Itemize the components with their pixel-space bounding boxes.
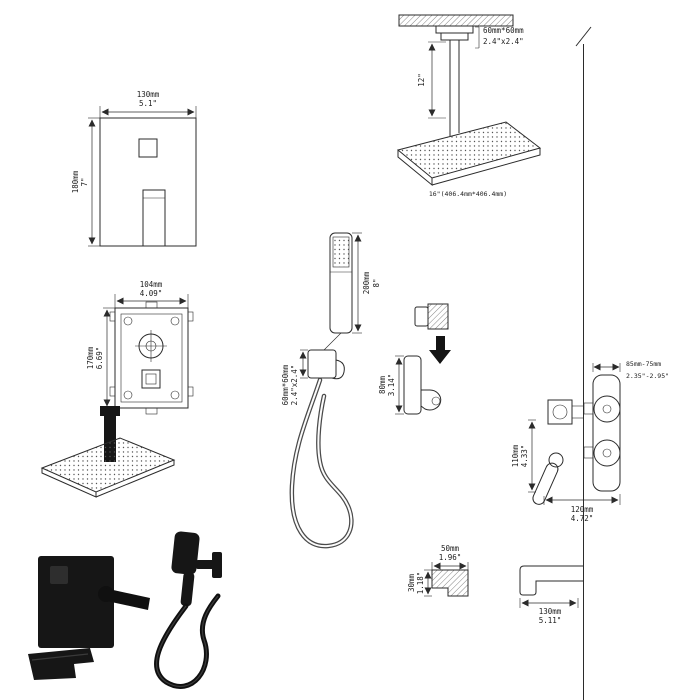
rain-shower-head-thickness xyxy=(397,148,541,187)
mixer-width-in: 4.72" xyxy=(571,514,594,523)
mixer-width-mm: 120mm xyxy=(571,505,594,514)
spout-profile xyxy=(519,565,583,596)
lever-pivot xyxy=(548,452,564,468)
flange-dim-bracket xyxy=(475,26,480,49)
shower-holder-diagram: 80mm 3.14" xyxy=(378,355,442,415)
holder-height-mm: 80mm xyxy=(378,375,387,394)
ceiling-shower-diagram: 60mm*60mm 2.4"x2.4" 12" 16"(406.4mm*406.… xyxy=(396,14,542,198)
wand-holder-escutcheon xyxy=(307,349,337,379)
bracket-width-in: 1.96" xyxy=(439,553,462,562)
mixer-knob-bottom xyxy=(593,439,621,467)
holder-escutcheon-mm: 60mm*60mm xyxy=(281,364,290,405)
render-holder-arm xyxy=(196,560,216,569)
render-waterfall-spout xyxy=(28,648,94,680)
arm-length-dim: 12" xyxy=(417,73,426,87)
wand-length-in: 8" xyxy=(372,278,381,287)
render-trim-plate xyxy=(38,556,114,648)
diverter-port xyxy=(141,369,161,389)
trim-width-mm: 130mm xyxy=(137,90,160,99)
valve-bottom-port xyxy=(145,407,158,415)
wand-nozzle-face xyxy=(332,236,350,268)
spout-width-in: 5.11" xyxy=(539,616,562,625)
product-render xyxy=(28,531,222,689)
diverter-button xyxy=(138,138,158,158)
rough-in-valve-diagram: 104mm 4.09" 170mm 6.69" xyxy=(86,280,194,415)
ceiling-escutcheon-base xyxy=(440,32,469,41)
hand-shower-diagram: 200mm 8" 60mm*60mm 2.4"x2.4" xyxy=(281,232,381,549)
render-diverter-button xyxy=(50,566,68,584)
holder-height-in: 3.14" xyxy=(387,374,396,397)
valve-height-mm: 170mm xyxy=(86,346,95,369)
ceiling-flange-dim-in: 2.4"x2.4" xyxy=(483,37,524,46)
mixer-valve-diagram: 85mm-75mm 2.35"-2.95" 110mm 4.33" 120mm … xyxy=(511,360,669,523)
hose-connector-diagram xyxy=(414,303,451,364)
mixer-depth-mm: 85mm-75mm xyxy=(626,360,661,368)
valve-width-in: 4.09" xyxy=(140,289,163,298)
render-hand-shower-head xyxy=(171,531,200,575)
ceiling-flange-section xyxy=(398,14,514,27)
spout-side-view: 130mm 5.11" xyxy=(519,565,583,625)
wall-section-line xyxy=(575,26,592,700)
screw-hole xyxy=(123,390,133,400)
slide-bracket-side-view: 50mm 1.96" 30mm 1.18" xyxy=(407,544,469,597)
wand-length-mm: 200mm xyxy=(362,271,371,294)
bracket-profile xyxy=(431,569,469,597)
ceiling-escutcheon xyxy=(435,25,474,34)
down-arrow-icon xyxy=(429,336,451,364)
trim-handle xyxy=(142,189,166,247)
mixer-height-mm: 110mm xyxy=(511,444,520,467)
arm-mount-block xyxy=(100,406,120,416)
screw-hole xyxy=(123,316,133,326)
valve-height-in: 6.69" xyxy=(95,347,104,370)
trim-plate-diagram: 130mm 5.1" 180mm 7" xyxy=(71,90,197,247)
render-lever xyxy=(102,588,150,610)
mixer-knob-top xyxy=(593,395,621,423)
valve-width-mm: 104mm xyxy=(140,280,163,289)
embedded-valve-box xyxy=(547,399,573,425)
rain-shower-head-face xyxy=(396,121,542,179)
mixer-escutcheon xyxy=(592,374,621,492)
render-hand-shower-handle xyxy=(180,571,195,607)
head-thickness-perspective xyxy=(41,460,175,498)
render-holder-base xyxy=(212,552,222,578)
connector-nut xyxy=(414,306,429,327)
mixer-depth-in: 2.35"-2.95" xyxy=(626,372,669,380)
bracket-width-mm: 50mm xyxy=(441,544,460,553)
holder-bar xyxy=(403,355,422,415)
mixer-lever xyxy=(532,462,559,505)
bracket-height-mm: 30mm xyxy=(407,573,416,592)
wand-holder-hook xyxy=(331,359,345,380)
trim-height-mm: 180mm xyxy=(71,170,80,193)
holder-escutcheon-in: 2.4"x2.4" xyxy=(290,365,299,406)
screw-hole xyxy=(170,316,180,326)
rain-head-top-view xyxy=(40,406,176,498)
head-size-label: 16"(406.4mm*406.4mm) xyxy=(429,190,507,198)
head-face-perspective xyxy=(40,437,176,493)
connector-body xyxy=(427,303,449,330)
spout-width-mm: 130mm xyxy=(539,607,562,616)
valve-top-port xyxy=(145,301,158,309)
trim-width-in: 5.1" xyxy=(139,99,157,108)
trim-plate-outline xyxy=(99,117,197,247)
ceiling-flange-dim-mm: 60mm*60mm xyxy=(483,26,524,35)
trim-height-in: 7" xyxy=(80,177,89,186)
holder-clip xyxy=(420,389,442,411)
bracket-height-in: 1.18" xyxy=(416,572,425,595)
mixer-height-in: 4.33" xyxy=(520,445,529,468)
screw-hole xyxy=(170,390,180,400)
